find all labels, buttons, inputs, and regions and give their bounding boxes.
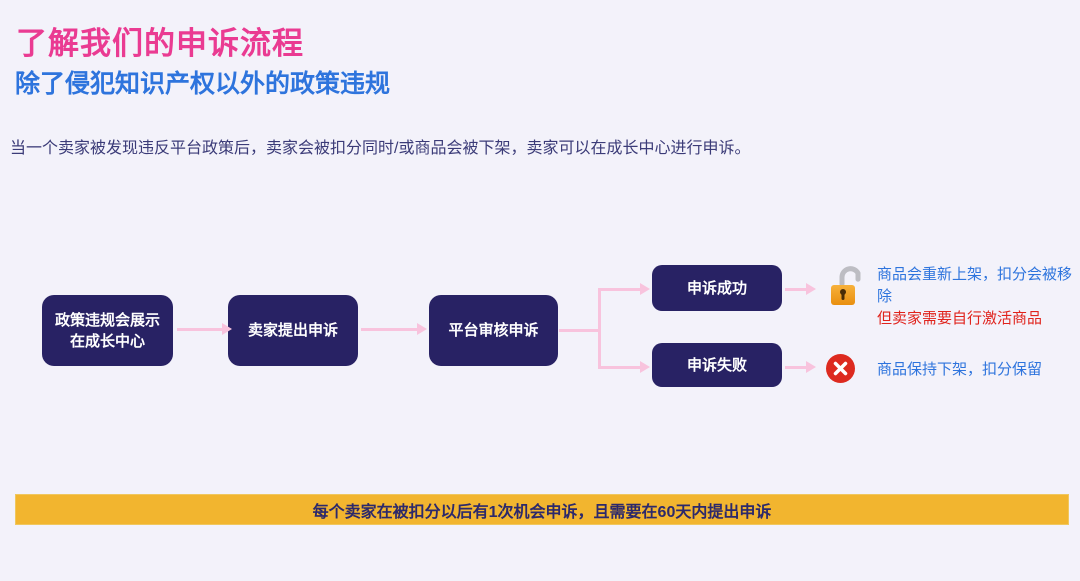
intro-text: 当一个卖家被发现违反平台政策后，卖家会被扣分同时/或商品会被下架，卖家可以在成长… xyxy=(10,140,751,157)
outcome-failure-label: 申诉失败 xyxy=(686,356,747,374)
outcome-success-box: 申诉成功 xyxy=(652,265,782,311)
flow-step-platform-review-label: 平台审核申诉 xyxy=(448,322,539,339)
flow-step-platform-review-box: 平台审核申诉 xyxy=(429,295,558,366)
flow-arrow-2 xyxy=(361,323,427,335)
flow-step-violation-box: 政策违规会展示 在成长中心 xyxy=(42,295,173,366)
branch-stem-line xyxy=(559,329,600,332)
flow-step-submit-appeal-box: 卖家提出申诉 xyxy=(228,295,358,366)
unlocked-padlock-icon xyxy=(829,262,865,308)
flow-step-violation-label: 政策违规会展示 在成长中心 xyxy=(54,311,160,350)
bottom-banner-text: 每个卖家在被扣分以后有1次机会申诉，且需要在60天内提出申诉 xyxy=(312,503,772,521)
page-subtitle: 除了侵犯知识产权以外的政策违规 xyxy=(15,70,391,98)
red-cross-icon xyxy=(826,354,855,383)
success-warning-line: 但卖家需要自行激活商品 xyxy=(877,310,1043,327)
branch-vertical-line xyxy=(598,288,601,369)
failure-result-text: 商品保持下架，扣分保留 xyxy=(877,361,1043,378)
flow-arrow-1 xyxy=(177,323,232,335)
success-result-line: 商品会重新上架，扣分会被移除 xyxy=(877,266,1073,305)
page-title: 了解我们的申诉流程 xyxy=(16,26,304,61)
outcome-failure-box: 申诉失败 xyxy=(652,343,782,387)
flow-step-submit-appeal-label: 卖家提出申诉 xyxy=(247,322,338,339)
arrow-to-success xyxy=(600,283,650,295)
success-result-text: 商品会重新上架，扣分会被移除 但卖家需要自行激活商品 xyxy=(877,264,1080,330)
arrow-to-failure xyxy=(600,361,650,373)
outcome-success-label: 申诉成功 xyxy=(686,279,747,297)
arrow-failure-result xyxy=(785,361,816,373)
bottom-banner: 每个卖家在被扣分以后有1次机会申诉，且需要在60天内提出申诉 xyxy=(15,494,1069,525)
arrow-success-result xyxy=(785,283,816,295)
